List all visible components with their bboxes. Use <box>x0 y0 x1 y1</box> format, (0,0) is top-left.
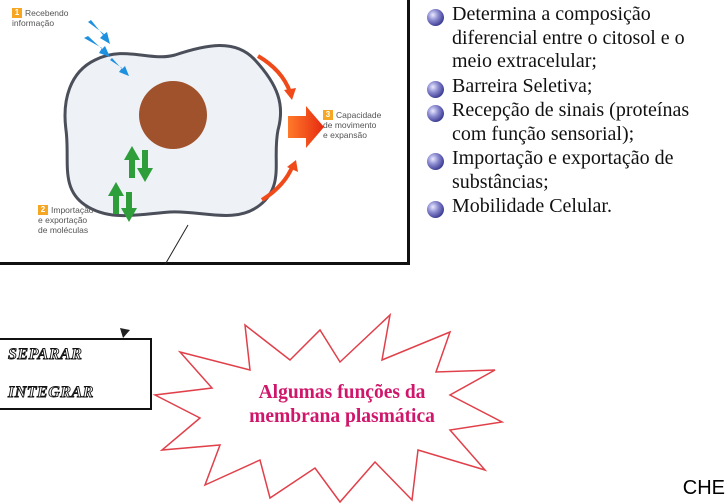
list-item: Importação e exportação de substâncias; <box>426 147 726 194</box>
badge-3: 3 <box>323 110 333 120</box>
star-burst <box>152 312 505 504</box>
bullet-icon <box>427 9 444 26</box>
transport-arrows <box>108 146 153 222</box>
list-item: Barreira Seletiva; <box>426 75 726 99</box>
arrowhead-icon <box>120 328 130 338</box>
expansion-arrow-top <box>256 54 292 93</box>
corner-label: CHE <box>682 477 725 499</box>
bullet-icon <box>427 153 444 170</box>
bullet-icon <box>427 201 444 218</box>
tag-integrar: INTEGRAR <box>8 384 94 402</box>
bullet-icon <box>427 80 444 98</box>
list-item: Determina a composição diferencial entre… <box>426 3 726 74</box>
badge-1: 1 <box>12 8 22 18</box>
star-title: Algumas funções da membrana plasmática <box>249 382 435 427</box>
badge-2: 2 <box>38 205 48 215</box>
list-item: Mobilidade Celular. <box>426 195 726 219</box>
nucleus <box>139 81 207 149</box>
cell-diagram <box>63 20 324 265</box>
tag-separar: SEPARAR <box>8 346 83 364</box>
movement-arrow <box>288 106 324 148</box>
list-item: Recepção de sinais (proteínas com função… <box>426 99 726 146</box>
bullet-icon <box>427 105 444 122</box>
star-outline <box>152 312 505 504</box>
functions-list: Determina a composição diferencial entre… <box>426 3 726 220</box>
signal-arrows <box>84 20 129 76</box>
separate-integrate-box: SEPARAR INTEGRAR <box>0 338 152 410</box>
